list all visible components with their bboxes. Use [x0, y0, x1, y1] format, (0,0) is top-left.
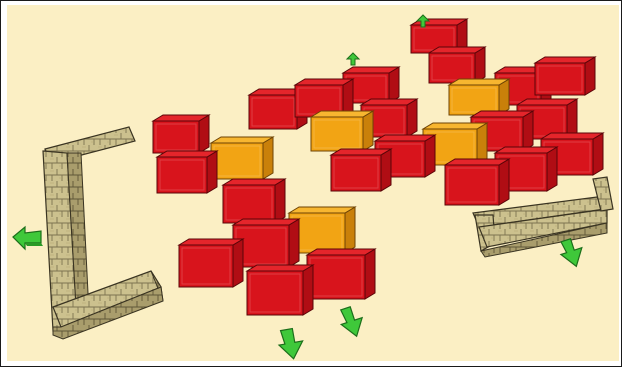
red-block-22[interactable]	[247, 265, 313, 315]
arrow-bottom-center[interactable]	[337, 304, 367, 339]
red-block-10[interactable]	[153, 115, 209, 153]
red-block-5[interactable]	[535, 57, 595, 95]
red-block-20[interactable]	[179, 239, 243, 287]
orange-block-1[interactable]	[449, 79, 509, 115]
arrow-left[interactable]	[13, 227, 43, 249]
red-block-16[interactable]	[331, 149, 391, 191]
red-block-21[interactable]	[307, 249, 375, 299]
red-block-2[interactable]	[429, 47, 485, 83]
orange-block-2[interactable]	[311, 111, 373, 151]
red-block-15[interactable]	[157, 151, 217, 193]
block-layer	[153, 19, 603, 315]
orange-block-4[interactable]	[211, 137, 273, 179]
arrow-right-wall[interactable]	[557, 236, 587, 269]
red-block-17[interactable]	[445, 159, 509, 205]
game-board	[7, 5, 619, 361]
arrow-top-center[interactable]	[347, 53, 359, 65]
puzzle-scene	[7, 5, 619, 361]
left-stone-wall	[43, 127, 163, 339]
arrow-bottom-left[interactable]	[277, 327, 306, 361]
red-block-18[interactable]	[223, 179, 285, 223]
